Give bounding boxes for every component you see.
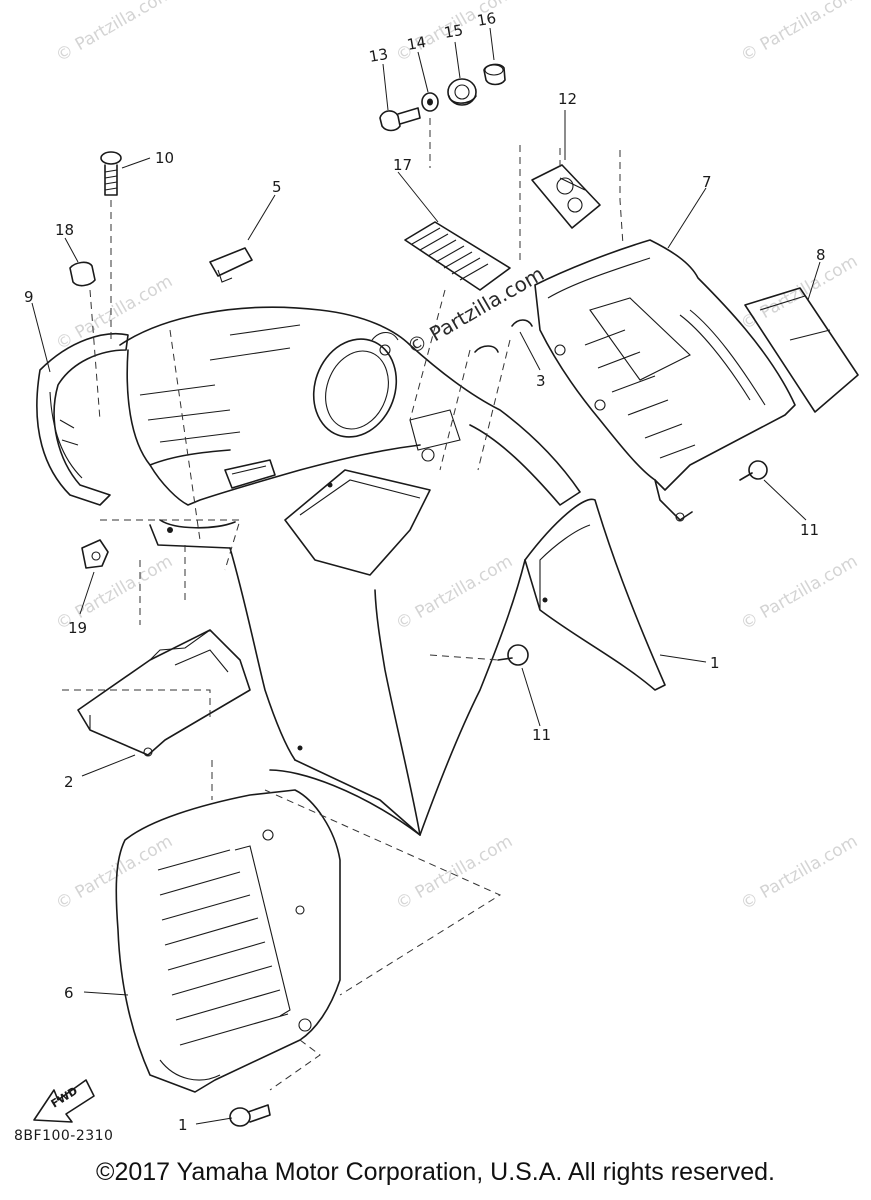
callouts: 10 5 18 9 17 13 14 15 16 12 7 8 3 11 1 1… bbox=[24, 9, 826, 1134]
callout-18: 18 bbox=[55, 221, 74, 239]
part-7-right-panel bbox=[534, 239, 796, 522]
watermark: © Partzilla.com bbox=[393, 831, 517, 914]
watermark: © Partzilla.com bbox=[738, 0, 862, 66]
assembly-guides bbox=[62, 118, 624, 1091]
callout-19: 19 bbox=[68, 619, 87, 637]
leader-lines bbox=[31, 27, 821, 1125]
callout-5: 5 bbox=[272, 178, 282, 196]
part-12-bracket bbox=[531, 164, 601, 229]
callout-7: 7 bbox=[702, 173, 712, 191]
callout-1-right: 1 bbox=[710, 654, 720, 672]
callout-16: 16 bbox=[476, 9, 498, 30]
callout-8: 8 bbox=[816, 246, 826, 264]
main-shroud bbox=[119, 306, 666, 836]
part-17-decal bbox=[404, 221, 511, 291]
part-2-box bbox=[77, 629, 251, 757]
callout-9: 9 bbox=[24, 288, 34, 306]
watermark: © Partzilla.com bbox=[738, 831, 862, 914]
diagram-code: 8BF100-2310 bbox=[14, 1128, 114, 1144]
callout-17: 17 bbox=[393, 156, 412, 174]
copyright-footer: ©2017 Yamaha Motor Corporation, U.S.A. A… bbox=[96, 1158, 775, 1186]
watermark: © Partzilla.com bbox=[53, 0, 177, 66]
callout-14: 14 bbox=[406, 33, 428, 54]
callout-6: 6 bbox=[64, 984, 74, 1002]
callout-1-bottom: 1 bbox=[178, 1116, 188, 1134]
watermark: © Partzilla.com bbox=[393, 551, 517, 634]
part-8-strip bbox=[744, 287, 859, 413]
watermark: © Partzilla.com bbox=[53, 271, 177, 354]
part-6-lower-panel bbox=[115, 789, 341, 1093]
fwd-label: FWD bbox=[49, 1084, 80, 1110]
callout-13: 13 bbox=[368, 45, 390, 66]
part-9-side-cover bbox=[36, 332, 129, 506]
callout-10: 10 bbox=[155, 149, 174, 167]
small-parts bbox=[69, 63, 768, 1127]
callout-11-right: 11 bbox=[800, 521, 819, 539]
fwd-arrow: FWD bbox=[33, 1079, 95, 1123]
callout-15: 15 bbox=[443, 21, 465, 42]
watermark: © Partzilla.com bbox=[53, 831, 177, 914]
callout-12: 12 bbox=[558, 90, 577, 108]
watermark: © Partzilla.com bbox=[738, 551, 862, 634]
callout-11-center: 11 bbox=[532, 726, 551, 744]
callout-2: 2 bbox=[64, 773, 74, 791]
callout-3: 3 bbox=[536, 372, 546, 390]
